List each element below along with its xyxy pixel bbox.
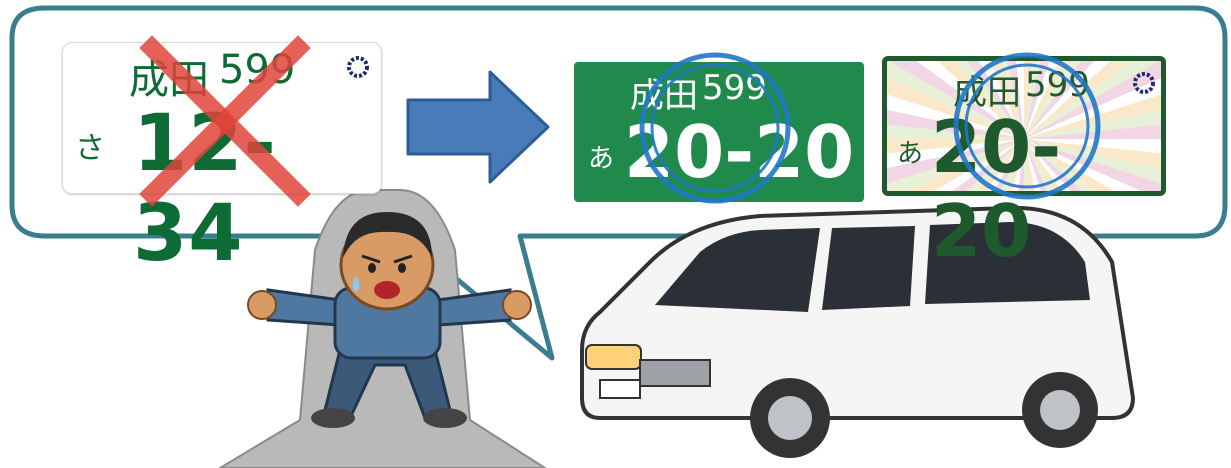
plate-olympic-hiragana: あ	[897, 139, 924, 169]
plate-green-hiragana: あ	[588, 144, 615, 174]
olympic-emblem-icon	[1133, 72, 1155, 94]
circle-mark-icon	[650, 63, 780, 193]
circle-mark-icon	[953, 52, 1101, 200]
plate-green-class: 599	[702, 68, 767, 108]
plate-green-region: 成田	[630, 76, 698, 116]
plate-olympic-number: 20-20	[931, 105, 1062, 273]
olympic-emblem-icon	[347, 56, 369, 78]
circle-mark-icon	[964, 63, 1090, 189]
circle-mark-icon	[639, 52, 791, 204]
plate-old-hiragana: さ	[75, 131, 105, 166]
plate-new-green: 成田 599 あ 20-20	[574, 62, 864, 202]
plate-new-olympic: 成田 599 あ 20-20	[882, 56, 1166, 273]
